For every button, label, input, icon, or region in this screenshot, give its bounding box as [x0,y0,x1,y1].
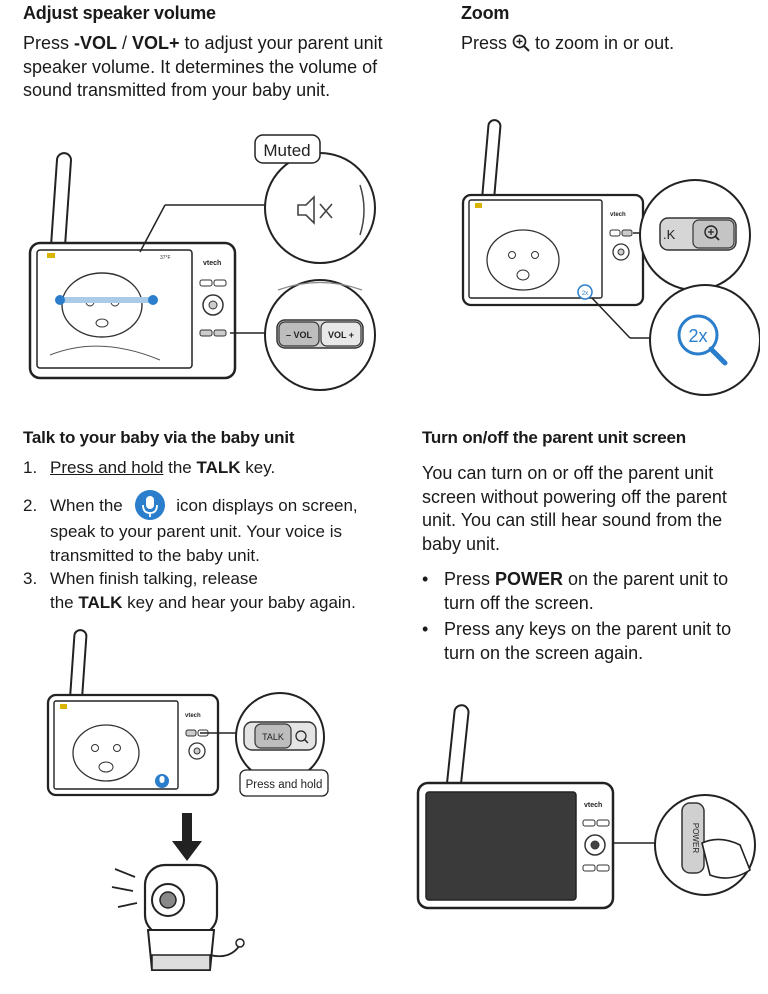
speaker-muted-icon [297,195,315,225]
power-illustration: vtech POWER [416,704,756,910]
volume-bar [60,297,155,303]
zoom-key-button [692,219,735,249]
vol-minus-key: -VOL [74,33,118,53]
antenna [50,152,72,254]
svg-text:POWER: POWER [691,823,700,853]
power-section-text: You can turn on or off the parent unit s… [422,463,727,554]
svg-text:vtech: vtech [203,260,221,267]
vol-minus-button [278,321,320,347]
svg-text:VOL +: VOL + [328,330,354,340]
baby-face [61,272,143,338]
zoom-illustration: vtech 2x .K 2x [461,119,760,396]
volume-section-title: Adjust speaker volume [23,3,216,23]
power-bullet-2: •Press any keys on the parent unit to tu… [422,619,732,663]
baby-face [486,229,560,291]
power-bullet-1: •Press POWER on the parent unit to turn … [422,569,729,613]
arrow-down-icon [172,841,202,861]
volume-section-text: Press -VOL / VOL+ to adjust your parent … [23,33,383,100]
svg-text:vtech: vtech [185,713,201,719]
press-hold-label-box [239,769,329,797]
muted-label-box [254,134,321,164]
svg-text:.K: .K [663,227,676,242]
svg-text:2x: 2x [582,291,588,297]
svg-text:TALK: TALK [262,732,284,742]
zoom-section-title: Zoom [461,3,510,23]
press-hold-label: Press and hold [246,779,323,791]
zoom-icon [512,34,530,52]
talk-key-button [254,723,292,749]
power-section-title: Turn on/off the parent unit screen [422,428,686,447]
svg-text:– VOL: – VOL [286,330,313,340]
volume-illustration: 37°F vtech Muted – VOL VOL + [28,134,376,391]
vol-plus-key: VOL+ [132,33,180,53]
talk-illustration: vtech TALK Press and hold [46,629,329,971]
finger-icon [701,838,751,879]
talk-step-3: 3.When finish talking, release the TALK … [23,569,356,612]
muted-label: Muted [263,141,310,160]
zoom-level-label: 2x [688,326,707,346]
power-key-button [681,802,705,874]
svg-text:vtech: vtech [610,212,626,218]
zoom-level-badge-icon [677,314,719,356]
microphone-icon [132,490,168,520]
vol-plus-button [320,321,362,347]
zoom-section-text: Press to zoom in or out. [461,33,675,53]
talk-step-2: 2.When the icon displays on screen, spea… [23,490,358,568]
screen-off [425,791,577,901]
baby-face [72,724,140,782]
talk-step-1: 1.Press and hold the TALK key. [23,458,276,477]
svg-text:vtech: vtech [584,802,602,809]
talk-section-title: Talk to your baby via the baby unit [23,428,295,447]
svg-text:37°F: 37°F [160,255,171,261]
muted-callout [264,152,376,264]
baby-unit-camera [111,863,245,971]
